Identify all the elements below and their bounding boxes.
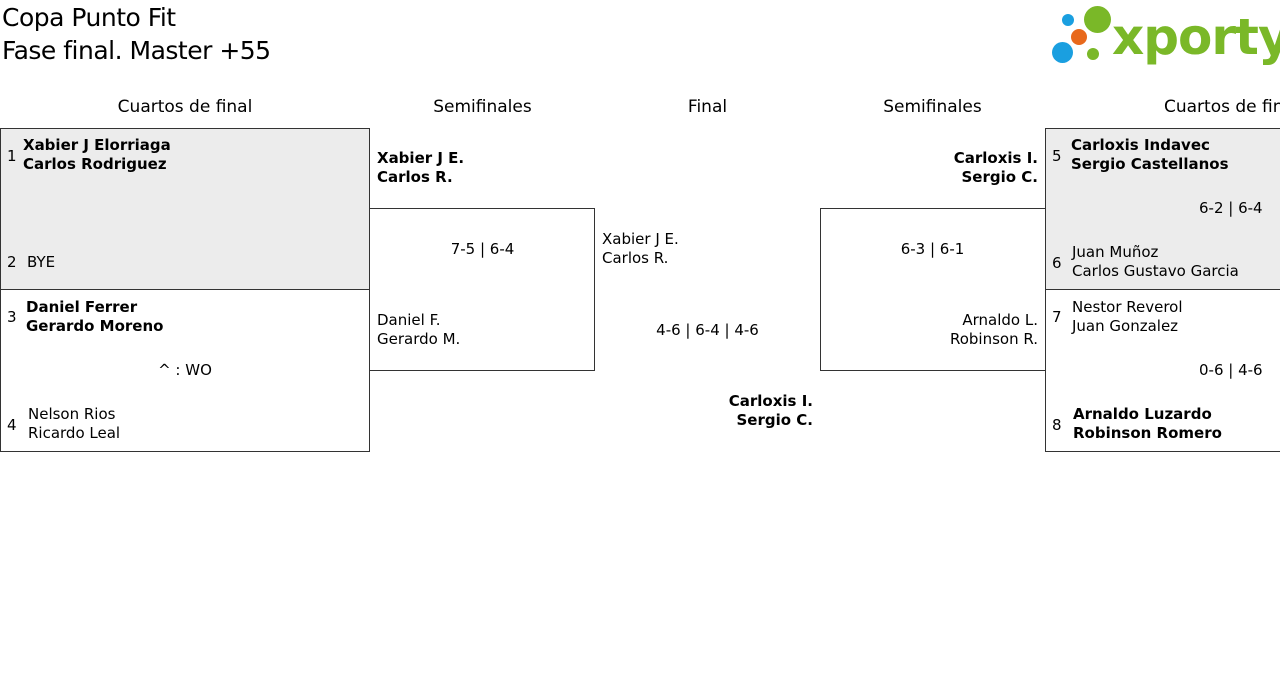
player-name: Carlos R.: [602, 249, 669, 267]
player-name: Juan Gonzalez: [1072, 317, 1179, 335]
team-entry[interactable]: Daniel F. Gerardo M.: [377, 311, 460, 349]
team-entry[interactable]: Nestor Reverol Juan Gonzalez: [1072, 298, 1183, 336]
player-name: Carlos R.: [377, 168, 453, 186]
team-entry[interactable]: Xabier J E. Carlos R.: [602, 230, 679, 268]
team-entry[interactable]: Nelson Rios Ricardo Leal: [28, 405, 120, 443]
team-entry[interactable]: Arnaldo L. Robinson R.: [820, 311, 1038, 349]
player-name: BYE: [27, 253, 56, 271]
player-name: Juan Muñoz: [1072, 243, 1159, 261]
player-name: Arnaldo Luzardo: [1073, 405, 1212, 423]
team-entry-bye[interactable]: BYE: [27, 253, 55, 272]
seed-number: 7: [1052, 308, 1062, 326]
team-entry[interactable]: Xabier J E. Carlos R.: [377, 149, 464, 187]
team-entry[interactable]: Daniel Ferrer Gerardo Moreno: [26, 298, 163, 336]
right-qf-match-2: [1045, 289, 1280, 452]
seed-number: 8: [1052, 416, 1062, 434]
final-score: 4-6 | 6-4 | 4-6: [656, 321, 759, 339]
logo-dot-blue-small: [1062, 14, 1074, 26]
player-name: Sergio C.: [961, 168, 1039, 186]
tournament-title: Copa Punto Fit: [2, 3, 176, 32]
left-qf-match-1: [0, 128, 370, 290]
player-name: Carlos Gustavo Garcia: [1072, 262, 1239, 280]
round-header-right-sf: Semifinales: [883, 97, 982, 117]
right-sf-match: [820, 208, 1046, 371]
seed-number: 2: [7, 253, 17, 271]
player-name: Xabier J Elorriaga: [23, 136, 171, 154]
player-name: Xabier J E.: [377, 149, 465, 167]
round-header-right-qf: Cuartos de final: [1164, 97, 1280, 117]
match-score: ^ : WO: [158, 361, 212, 379]
player-name: Carloxis I.: [728, 392, 813, 410]
team-entry[interactable]: Arnaldo Luzardo Robinson Romero: [1073, 405, 1222, 443]
player-name: Robinson R.: [949, 330, 1038, 348]
seed-number: 4: [7, 416, 17, 434]
logo-dot-green-large: [1084, 6, 1111, 33]
player-name: Sergio C.: [736, 411, 814, 429]
seed-number: 1: [7, 147, 17, 165]
player-name: Arnaldo L.: [962, 311, 1038, 329]
champion-entry[interactable]: Carloxis I. Sergio C.: [595, 392, 813, 430]
seed-number: 3: [7, 308, 17, 326]
xporty-logo[interactable]: xporty: [1050, 0, 1280, 70]
seed-number: 5: [1052, 147, 1062, 165]
left-sf-match: [369, 208, 595, 371]
match-score: 0-6 | 4-6: [1199, 361, 1263, 379]
round-header-left-qf: Cuartos de final: [117, 97, 253, 117]
match-score: 6-3 | 6-1: [900, 240, 965, 258]
player-name: Xabier J E.: [602, 230, 679, 248]
team-entry[interactable]: Xabier J Elorriaga Carlos Rodriguez: [23, 136, 171, 174]
logo-dot-blue-large: [1052, 42, 1073, 63]
round-header-left-sf: Semifinales: [433, 97, 532, 117]
team-entry[interactable]: Carloxis I. Sergio C.: [820, 149, 1038, 187]
player-name: Carloxis I.: [953, 149, 1038, 167]
player-name: Daniel Ferrer: [26, 298, 138, 316]
match-score: 6-2 | 6-4: [1199, 199, 1263, 217]
player-name: Carlos Rodriguez: [23, 155, 167, 173]
round-header-final: Final: [687, 97, 728, 117]
player-name: Ricardo Leal: [28, 424, 121, 442]
seed-number: 6: [1052, 254, 1062, 272]
logo-wordmark: xporty: [1112, 8, 1280, 66]
player-name: Robinson Romero: [1073, 424, 1222, 442]
player-name: Daniel F.: [377, 311, 441, 329]
phase-title: Fase final. Master +55: [2, 36, 271, 65]
player-name: Gerardo M.: [377, 330, 461, 348]
logo-dot-green-small: [1087, 48, 1099, 60]
player-name: Nestor Reverol: [1072, 298, 1183, 316]
team-entry[interactable]: Juan Muñoz Carlos Gustavo Garcia: [1072, 243, 1239, 281]
player-name: Sergio Castellanos: [1071, 155, 1229, 173]
player-name: Gerardo Moreno: [26, 317, 164, 335]
team-entry[interactable]: Carloxis Indavec Sergio Castellanos: [1071, 136, 1229, 174]
logo-dot-orange: [1071, 29, 1087, 45]
match-score: 7-5 | 6-4: [450, 240, 515, 258]
player-name: Carloxis Indavec: [1071, 136, 1210, 154]
player-name: Nelson Rios: [28, 405, 116, 423]
